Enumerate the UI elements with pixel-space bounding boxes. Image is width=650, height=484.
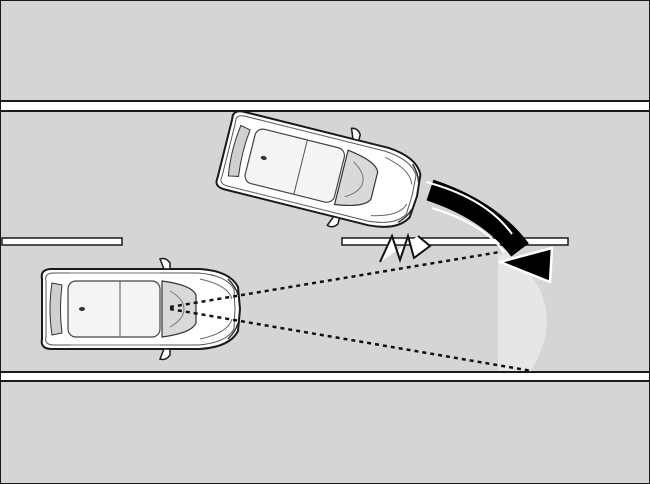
impact-burst-icon xyxy=(379,232,432,264)
road-edge-bottom xyxy=(0,371,650,382)
sensor-lines xyxy=(169,250,533,373)
road-edge-top xyxy=(0,100,650,112)
lane-divider xyxy=(1,237,569,246)
car-top-view-icon xyxy=(40,257,241,361)
merging-car-icon xyxy=(211,98,431,247)
curved-arrow-icon xyxy=(425,179,554,284)
detection-zone-arc xyxy=(500,246,547,372)
